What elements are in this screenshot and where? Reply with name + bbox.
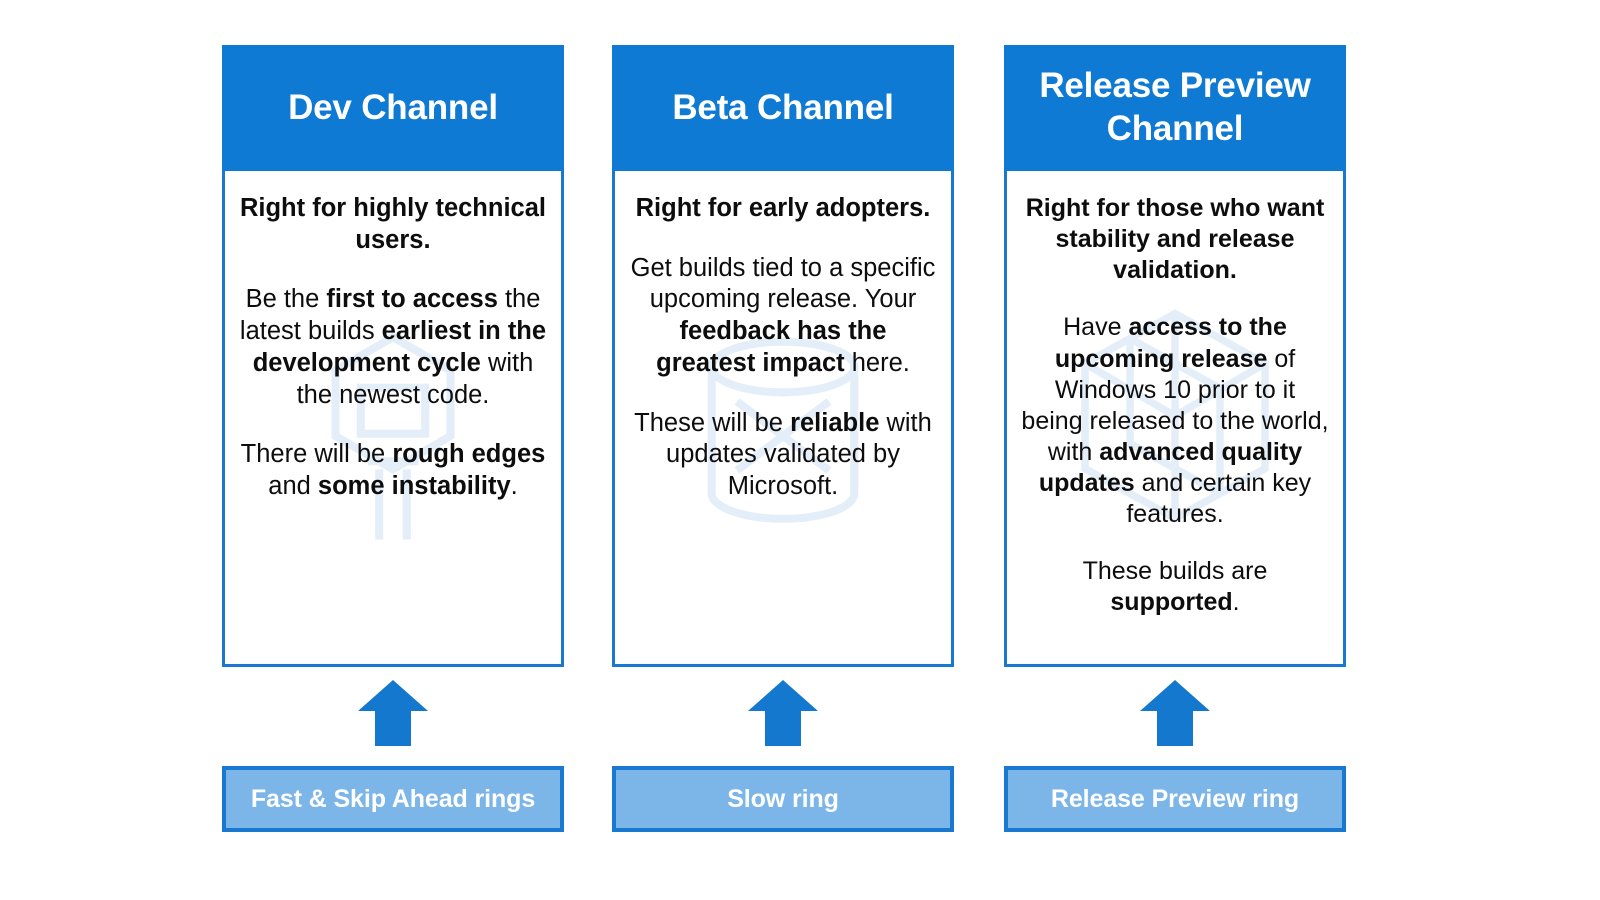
channel-paragraph-1-release-preview: Have access to the upcoming release of W… [1021, 313, 1336, 529]
arrow-up-beta [747, 678, 819, 748]
arrow-up-dev [357, 678, 429, 748]
arrow-up-release-preview [1139, 678, 1211, 748]
channel-body-beta: Right for early adopters. Get builds tie… [612, 171, 954, 667]
channel-lead-dev: Right for highly technical users. [239, 194, 554, 254]
channel-header-release-preview: Release Preview Channel [1004, 45, 1346, 171]
ring-bar-dev: Fast & Skip Ahead rings [222, 766, 564, 832]
channel-header-beta: Beta Channel [612, 45, 954, 171]
channel-body-dev: Right for highly technical users. Be the… [222, 171, 564, 667]
channel-paragraph-2-dev: There will be rough edges and some insta… [240, 440, 553, 501]
channel-paragraph-1-beta: Get builds tied to a specific upcoming r… [630, 253, 943, 377]
channel-column-beta: Beta Channel Right for early adopters. G… [612, 45, 954, 667]
channel-column-dev: Dev Channel Right for highly technical u… [222, 45, 564, 667]
channel-lead-beta: Right for early adopters. [635, 194, 931, 222]
channel-header-dev: Dev Channel [222, 45, 564, 171]
channel-column-release-preview: Release Preview Channel Right for those … [1004, 45, 1346, 667]
channel-body-release-preview: Right for those who want stability and r… [1004, 171, 1346, 667]
ring-bar-beta: Slow ring [612, 766, 954, 832]
channel-paragraph-2-release-preview: These builds are supported. [1082, 557, 1275, 617]
channel-lead-release-preview: Right for those who want stability and r… [1025, 194, 1332, 285]
ring-bar-release-preview: Release Preview ring [1004, 766, 1346, 832]
channel-paragraph-2-beta: These will be reliable with updates vali… [634, 408, 939, 501]
channel-paragraph-1-dev: Be the first to access the latest builds… [239, 285, 554, 409]
